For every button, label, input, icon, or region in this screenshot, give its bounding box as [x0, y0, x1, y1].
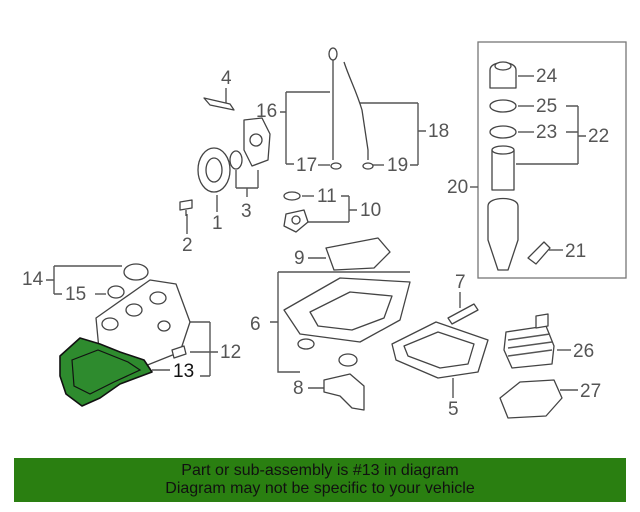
part-13-highlight[interactable]: [59, 337, 153, 407]
callout-18[interactable]: 18: [428, 121, 449, 142]
callout-1[interactable]: 1: [212, 213, 223, 234]
callout-13[interactable]: 13: [173, 361, 194, 382]
part-drawings: [95, 47, 563, 419]
callout-11[interactable]: 11: [317, 186, 337, 207]
callout-5[interactable]: 5: [448, 399, 459, 420]
callout-12[interactable]: 12: [220, 342, 241, 363]
callout-23[interactable]: 23: [536, 122, 557, 143]
callout-2[interactable]: 2: [182, 235, 193, 256]
callout-4[interactable]: 4: [221, 68, 232, 89]
leader-lines: [46, 41, 627, 398]
callout-27[interactable]: 27: [580, 381, 601, 402]
callout-26[interactable]: 26: [573, 341, 594, 362]
callout-15[interactable]: 15: [65, 284, 86, 305]
callout-10[interactable]: 10: [360, 200, 381, 221]
callout-14[interactable]: 14: [22, 269, 44, 290]
footer-line-1: Part or sub-assembly is #13 in diagram: [181, 462, 459, 479]
callout-20[interactable]: 20: [447, 177, 468, 198]
parts-diagram: 1 2 3 4 5 6 7 8 9 10 11 12 13 14 15 16 1…: [22, 41, 627, 420]
callout-17[interactable]: 17: [296, 155, 317, 176]
footer-line-2: Diagram may not be specific to your vehi…: [165, 480, 475, 497]
callout-25[interactable]: 25: [536, 96, 557, 117]
callout-3[interactable]: 3: [241, 201, 252, 222]
callout-7[interactable]: 7: [455, 272, 466, 293]
callout-19[interactable]: 19: [387, 155, 408, 176]
callout-8[interactable]: 8: [293, 378, 304, 399]
callout-16[interactable]: 16: [256, 101, 277, 122]
callout-21[interactable]: 21: [565, 241, 586, 262]
callout-24[interactable]: 24: [536, 66, 558, 87]
callout-22[interactable]: 22: [588, 126, 609, 147]
footer-banner: Part or sub-assembly is #13 in diagram D…: [14, 458, 626, 502]
callout-6[interactable]: 6: [250, 314, 261, 335]
callout-9[interactable]: 9: [294, 248, 305, 269]
